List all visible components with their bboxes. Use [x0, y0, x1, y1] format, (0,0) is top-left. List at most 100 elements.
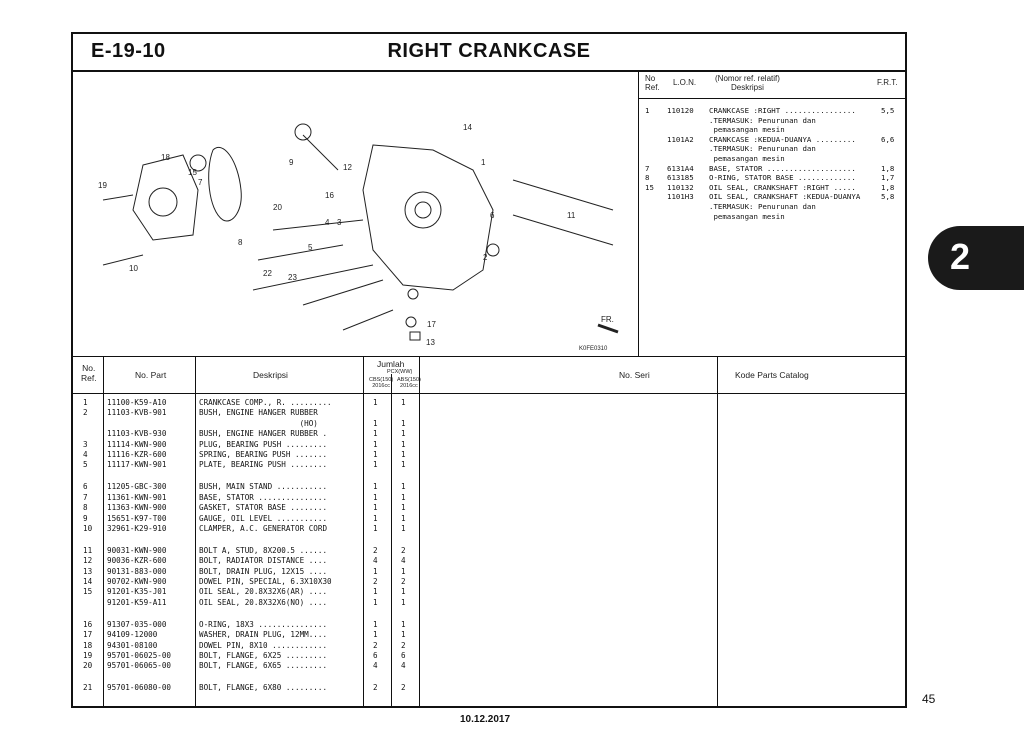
row-qty-cbs: 2 [373, 640, 378, 650]
row-desc: DOWEL PIN, SPECIAL, 6.3X10X30 [199, 577, 332, 586]
row-no: 7 [83, 492, 88, 502]
ref-lon: 613185 [667, 173, 694, 183]
row-qty-abs: 1 [401, 619, 406, 629]
ref-desc: pemasangan mesin [709, 125, 785, 135]
print-date: 10.12.2017 [460, 714, 511, 725]
ref-desc: BASE, STATOR .................... [709, 163, 856, 173]
row-part: 15651-K97-T00 [107, 513, 167, 523]
row-qty-abs: 1 [401, 398, 406, 407]
svg-text:6: 6 [490, 211, 495, 220]
row-desc: BOLT A, STUD, 8X200.5 ...... [199, 545, 328, 555]
row-qty-abs: 2 [401, 683, 406, 693]
row-desc: OIL SEAL, 20.8X32X6(AR) .... [199, 587, 328, 597]
svg-text:19: 19 [98, 181, 107, 190]
svg-text:4: 4 [325, 218, 330, 227]
row-qty-abs: 2 [401, 545, 406, 555]
row-desc: BUSH, ENGINE HANGER RUBBER [199, 408, 318, 418]
row-qty-abs: 1 [401, 439, 406, 449]
row-qty-cbs: 1 [373, 492, 378, 502]
row-qty-abs: 1 [401, 630, 406, 640]
row-desc: CLAMPER, A.C. GENERATOR CORD [199, 523, 328, 533]
row-part: 94301-08100 [107, 640, 158, 650]
row-qty-abs: 1 [401, 523, 406, 533]
svg-text:8: 8 [238, 238, 243, 247]
row-part: 11361-KWN-901 [107, 492, 167, 502]
section-tab: 2 [928, 226, 1024, 290]
row-part: 90031-KWN-900 [107, 545, 167, 555]
svg-text:15: 15 [188, 168, 197, 177]
svg-text:14: 14 [463, 123, 472, 132]
crankcase-shape [362, 144, 494, 291]
row-no: 19 [83, 650, 93, 660]
fr-arrow-icon [597, 323, 619, 334]
page-title: RIGHT CRANKCASE [387, 40, 591, 62]
row-desc: DOWEL PIN, 8X10 ............ [199, 640, 328, 650]
svg-text:16: 16 [325, 191, 334, 200]
ref-desc: CRANKCASE :RIGHT ................ [709, 106, 856, 115]
row-qty-abs: 1 [401, 503, 406, 513]
ref-desc: CRANKCASE :KEDUA-DUANYA ......... [709, 134, 856, 144]
ref-frt: 5,5 [881, 106, 895, 115]
row-qty-abs: 1 [401, 450, 406, 459]
row-part: 11114-KWN-900 [107, 439, 167, 449]
ref-desc: OIL SEAL, CRANKSHAFT :RIGHT ..... [709, 182, 856, 192]
row-desc: BUSH, ENGINE HANGER RUBBER . [199, 429, 328, 439]
row-no: 3 [83, 439, 88, 449]
ref-no: 7 [645, 163, 650, 173]
row-no: 9 [83, 513, 88, 523]
col-deskripsi: Deskripsi [253, 370, 288, 380]
svg-text:22: 22 [263, 269, 272, 278]
svg-text:17: 17 [427, 320, 436, 329]
row-no: 8 [83, 503, 88, 513]
row-qty-abs: 6 [401, 650, 406, 660]
row-part: 11103-KVB-930 [107, 429, 167, 439]
ref-table: No Ref. L.O.N. (Nomor ref. relatif) Desk… [639, 70, 905, 356]
row-desc: BOLT, DRAIN PLUG, 12X15 .... [199, 566, 328, 576]
ref-col-no: No Ref. [645, 74, 660, 92]
row-no: 13 [83, 566, 93, 576]
row-qty-cbs: 1 [373, 587, 378, 597]
row-desc: WASHER, DRAIN PLUG, 12MM.... [199, 630, 328, 640]
row-qty-abs: 1 [401, 587, 406, 597]
row-desc: PLATE, BEARING PUSH ........ [199, 460, 328, 470]
col-kode: Kode Parts Catalog [735, 370, 809, 380]
row-part: 91201-K59-A11 [107, 597, 167, 607]
row-desc: BOLT, FLANGE, 6X25 ......... [199, 650, 328, 660]
ref-frt: 1,8 [881, 182, 895, 192]
row-qty-cbs: 1 [373, 418, 378, 428]
col-jumlah: Jumlah [377, 359, 405, 369]
row-part: 11363-KWN-900 [107, 503, 167, 513]
gasket-shape [208, 147, 242, 222]
ref-desc: .TERMASUK: Penurunan dan [709, 115, 816, 125]
row-qty-abs: 1 [401, 429, 406, 439]
row-part: 90036-KZR-600 [107, 556, 167, 566]
ref-no: 15 [645, 182, 654, 192]
row-qty-abs: 1 [401, 482, 406, 492]
row-desc: GASKET, STATOR BASE ........ [199, 503, 328, 513]
row-qty-abs: 1 [401, 460, 406, 470]
ref-desc: pemasangan mesin [709, 211, 785, 221]
row-desc: CRANKCASE COMP., R. ......... [199, 398, 332, 407]
ref-lon: 110132 [667, 182, 694, 192]
row-part: 95701-06080-00 [107, 683, 172, 693]
svg-text:10: 10 [129, 264, 138, 273]
ref-col-lon: L.O.N. [673, 78, 697, 87]
stator-base-shape [132, 154, 199, 241]
svg-text:11: 11 [567, 211, 576, 220]
row-part: 90131-883-000 [107, 566, 167, 576]
row-no: 6 [83, 482, 88, 492]
row-no: 1 [83, 398, 88, 407]
ref-frt: 5,8 [881, 192, 895, 202]
row-part: 91307-035-000 [107, 619, 167, 629]
row-qty-abs: 1 [401, 418, 406, 428]
row-desc: SPRING, BEARING PUSH ....... [199, 450, 328, 459]
ref-desc: OIL SEAL, CRANKSHAFT :KEDUA-DUANYA [709, 192, 861, 202]
row-desc: PLUG, BEARING PUSH ......... [199, 439, 328, 449]
row-desc: BOLT, RADIATOR DISTANCE .... [199, 556, 328, 566]
ref-desc: O-RING, STATOR BASE ............. [709, 173, 856, 183]
row-part: 11116-KZR-600 [107, 450, 167, 459]
row-qty-cbs: 1 [373, 460, 378, 470]
row-part: 90702-KWN-900 [107, 577, 167, 586]
